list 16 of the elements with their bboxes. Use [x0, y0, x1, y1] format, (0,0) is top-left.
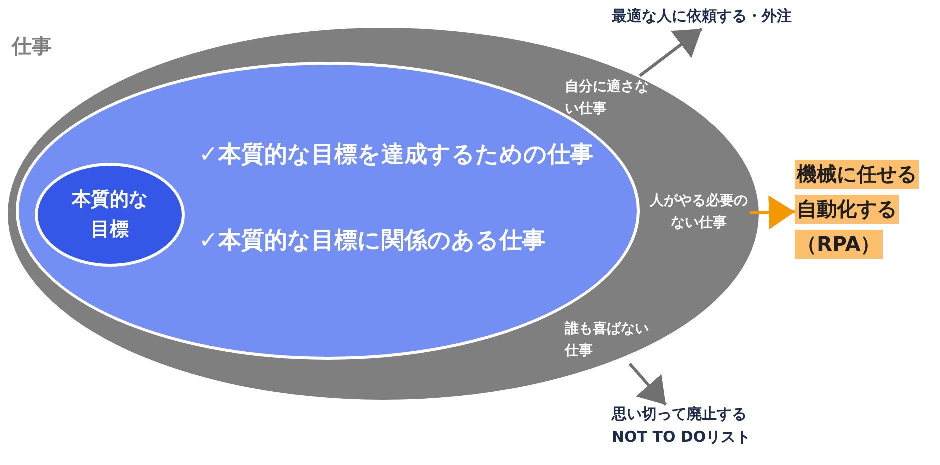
arrow	[628, 363, 668, 406]
action-label: 最適な人に依頼する・外注	[612, 7, 792, 26]
region-heading: 仕事	[12, 34, 52, 58]
category-label: 誰も喜ばない仕事	[565, 318, 649, 364]
action-label: NOT TO DOリスト	[612, 428, 752, 447]
ellipse-label: 本質的な目標	[72, 188, 148, 243]
arrow	[639, 28, 703, 78]
category-label: 自分に適さない仕事	[565, 76, 649, 122]
checklist-item: ✓本質的な目標を達成するための仕事	[199, 141, 594, 170]
category-label: 人がやる必要のない仕事	[650, 190, 748, 236]
highlight-label: 自動化する	[795, 195, 899, 224]
arrow	[750, 196, 796, 230]
highlight-label: 機械に任せる	[795, 160, 919, 189]
highlight-label: （RPA）	[795, 230, 883, 259]
checklist-item: ✓本質的な目標に関係のある仕事	[199, 227, 546, 256]
action-label: 思い切って廃止する	[612, 405, 747, 424]
